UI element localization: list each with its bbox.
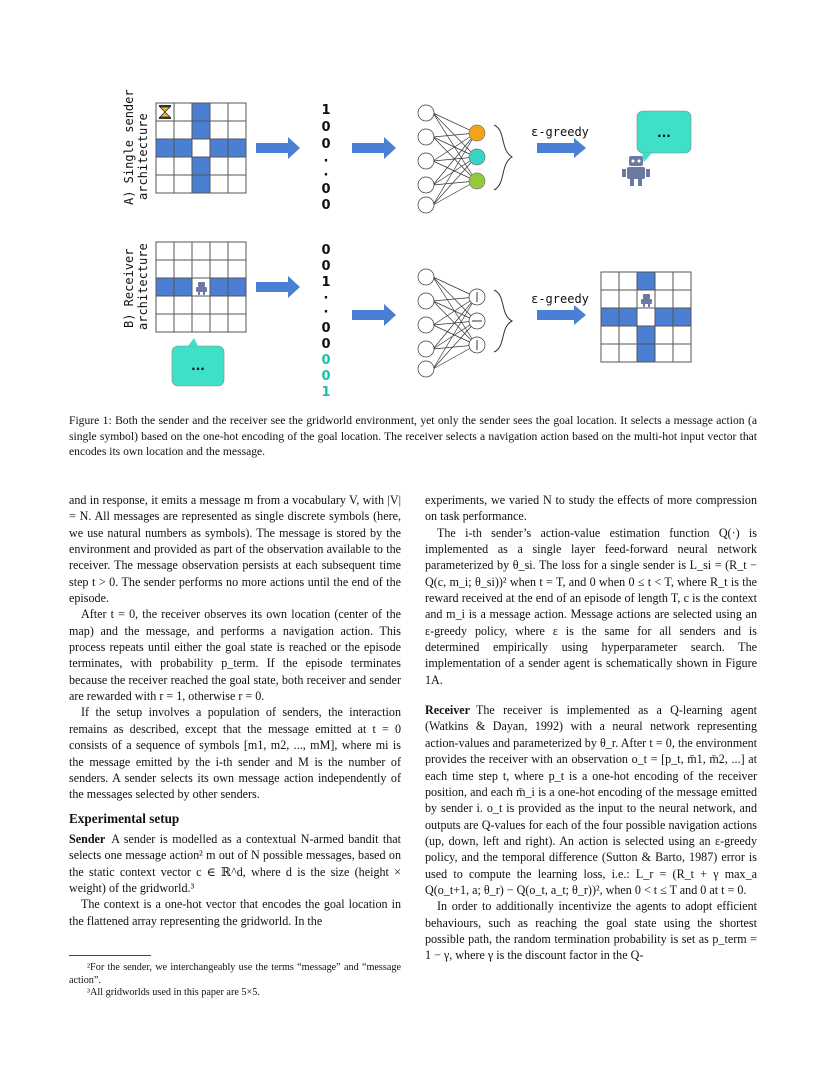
svg-text:1: 1 <box>321 385 330 400</box>
footnote-divider <box>69 955 151 956</box>
svg-text:·: · <box>324 168 329 183</box>
policy-label-b: ε-greedy <box>531 292 589 306</box>
svg-text:0: 0 <box>321 369 330 384</box>
panel-b-label: B) Receiver architecture <box>122 243 150 330</box>
figure-1: A) Single sender architecture B) Receive… <box>0 0 823 410</box>
sender-neural-network <box>417 104 513 214</box>
hourglass-icon <box>159 105 171 119</box>
footnote: ²For the sender, we interchangeably use … <box>69 962 401 986</box>
left-column: and in response, it emits a message m fr… <box>69 492 401 929</box>
speech-bubble-icon: ... <box>636 110 692 162</box>
svg-text:0: 0 <box>321 259 330 274</box>
sender-gridworld <box>155 102 247 194</box>
right-column: experiments, we varied N to study the ef… <box>425 492 757 964</box>
paragraph: In order to additionally incentivize the… <box>425 899 757 963</box>
svg-text:0: 0 <box>321 182 330 197</box>
footnote: ³All gridworlds used in this paper are 5… <box>87 987 260 998</box>
section-heading: Experimental setup <box>69 810 180 826</box>
svg-text:·: · <box>324 291 329 306</box>
panel-a-label: A) Single sender architecture <box>122 89 150 205</box>
speech-bubble-icon: ... <box>171 338 225 387</box>
paragraph: experiments, we varied N to study the ef… <box>425 493 757 524</box>
bubble-b-text: ... <box>191 359 205 373</box>
figure-caption: Figure 1: Both the sender and the receiv… <box>69 414 757 458</box>
arrow-right-icon <box>256 137 586 326</box>
figure-1-diagram: A) Single sender architecture B) Receive… <box>122 89 692 400</box>
svg-text:A) Single sender: A) Single sender <box>122 89 136 205</box>
paragraph: and in response, it emits a message m fr… <box>69 493 401 606</box>
svg-text:1: 1 <box>321 103 330 118</box>
paragraph: After t = 0, the receiver observes its o… <box>69 607 401 704</box>
svg-text:0: 0 <box>321 243 330 258</box>
subsection-title: Receiver <box>425 703 470 718</box>
paragraph: If the setup involves a population of se… <box>69 705 401 802</box>
sender-one-hot-vector: 1 0 0 · · 0 0 <box>321 103 330 213</box>
svg-text:·: · <box>324 305 329 320</box>
paragraph: The context is a one-hot vector that enc… <box>69 897 401 928</box>
policy-label-a: ε-greedy <box>531 125 589 139</box>
svg-text:0: 0 <box>321 337 330 352</box>
svg-text:0: 0 <box>321 137 330 152</box>
svg-text:1: 1 <box>321 275 330 290</box>
svg-text:0: 0 <box>321 321 330 336</box>
footnotes: ²For the sender, we interchangeably use … <box>69 955 401 1000</box>
svg-text:0: 0 <box>321 198 330 213</box>
receiver-gridworld <box>155 241 247 333</box>
receiver-neural-network <box>417 268 514 378</box>
svg-text:architecture: architecture <box>136 113 150 200</box>
robot-icon <box>196 282 207 295</box>
svg-text:B) Receiver: B) Receiver <box>122 249 136 328</box>
robot-icon <box>622 156 650 186</box>
bubble-a-text: ... <box>657 126 671 140</box>
receiver-output-gridworld <box>600 271 692 363</box>
paragraph: The i-th sender’s action-value estimatio… <box>425 525 757 687</box>
svg-text:0: 0 <box>321 353 330 368</box>
svg-text:·: · <box>324 154 329 169</box>
svg-text:0: 0 <box>321 120 330 135</box>
receiver-multi-hot-vector: 0 0 1 · · 0 0 0 0 1 <box>321 243 330 400</box>
svg-text:architecture: architecture <box>136 243 150 330</box>
subsection-title: Sender <box>69 831 106 846</box>
robot-icon <box>641 294 652 307</box>
